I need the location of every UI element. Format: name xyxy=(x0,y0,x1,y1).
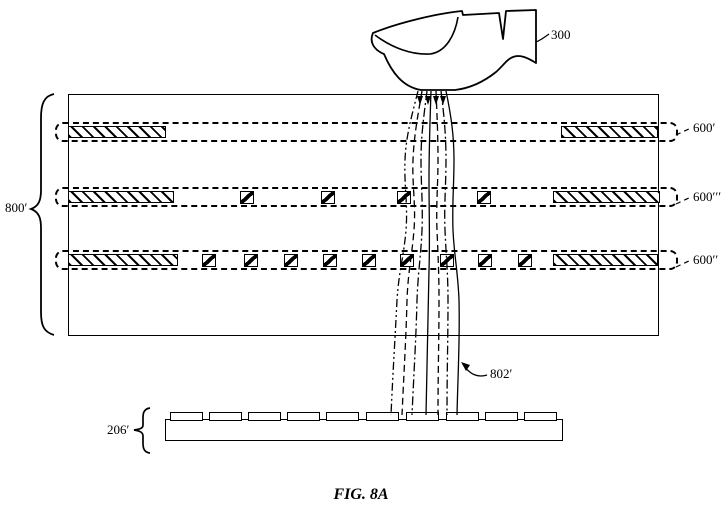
layer-leader-lines xyxy=(675,127,692,268)
electrode-segment xyxy=(478,254,492,267)
electrode-segment xyxy=(202,254,216,267)
electrode-bar xyxy=(68,254,178,266)
substrate-pad xyxy=(524,412,557,421)
label-finger-300: 300 xyxy=(551,27,571,42)
touch-panel-outline xyxy=(68,94,659,336)
substrate-pad xyxy=(248,412,281,421)
substrate-bar xyxy=(165,419,563,441)
electrode-segment xyxy=(518,254,532,267)
field-lines-arrow xyxy=(461,362,488,377)
substrate-brace xyxy=(133,407,151,454)
label-substrate-206p: 206′ xyxy=(107,422,130,437)
figure-caption: FIG. 8A xyxy=(333,486,389,503)
electrode-segment xyxy=(362,254,376,267)
electrode-bar xyxy=(68,126,166,138)
stack-brace xyxy=(28,93,55,336)
electrode-segment xyxy=(321,191,335,204)
label-stack-800p: 800′ xyxy=(5,200,28,215)
electrode-segment xyxy=(244,254,258,267)
substrate-pad xyxy=(326,412,359,421)
label-field-802p: 802′ xyxy=(490,366,513,381)
electrode-segment xyxy=(400,254,414,267)
electrode-segment xyxy=(240,191,254,204)
label-layer-600ppp: 600′′′ xyxy=(693,189,722,204)
substrate-pad xyxy=(209,412,242,421)
finger-icon xyxy=(370,9,537,91)
label-layer-600p: 600′ xyxy=(693,120,716,135)
electrode-segment xyxy=(477,191,491,204)
substrate-pad xyxy=(485,412,518,421)
substrate-pad xyxy=(406,412,439,421)
electrode-segment xyxy=(284,254,298,267)
label-layer-600pp: 600′′ xyxy=(693,252,719,267)
electrode-bar xyxy=(68,191,174,203)
electrode-bar xyxy=(553,191,660,203)
finger-leader-line xyxy=(535,33,550,43)
electrode-segment xyxy=(323,254,337,267)
substrate-pad xyxy=(287,412,320,421)
substrate-pad xyxy=(170,412,203,421)
electrode-segment xyxy=(440,254,454,267)
electrode-segment xyxy=(397,191,411,204)
substrate-pad xyxy=(366,412,399,421)
substrate-pad xyxy=(446,412,479,421)
electrode-bar xyxy=(561,126,658,138)
electrode-bar xyxy=(553,254,658,266)
fingernail-icon xyxy=(374,16,459,55)
